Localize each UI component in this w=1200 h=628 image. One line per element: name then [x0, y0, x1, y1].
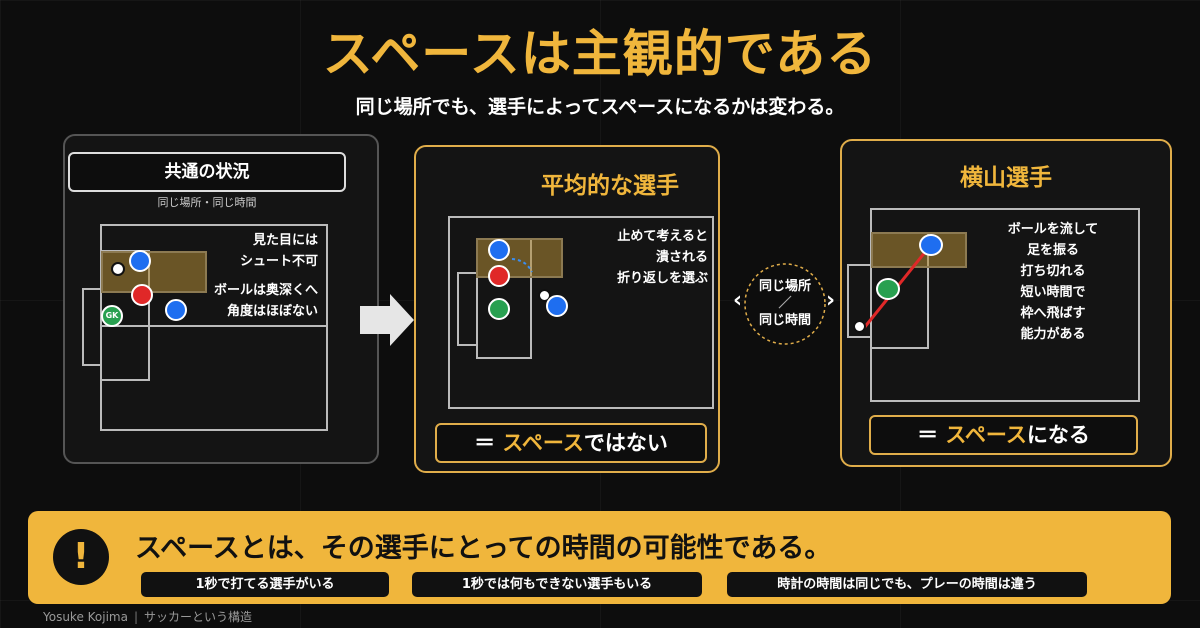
pass-back-arrow-icon — [511, 258, 533, 273]
badge-line-time: 同じ時間 — [758, 313, 811, 328]
page-subtitle: 同じ場所でも、選手によってスペースになるかは変わる。 — [355, 96, 845, 118]
average-goal-area — [457, 272, 478, 346]
chevron-left-icon: ‹ — [733, 288, 743, 313]
yokoyama-keeper-dot — [876, 278, 900, 300]
footer-credit: Yosuke Kojima | サッカーという構造 — [43, 608, 252, 625]
average-teammate-dot — [546, 295, 568, 317]
common-note-angle: ボールは奥深くへ 角度はほぼない — [213, 283, 318, 319]
average-result-highlight: スペース — [502, 431, 584, 455]
yokoyama-player-panel — [840, 139, 1172, 467]
yokoyama-ball — [853, 320, 866, 333]
average-result-prefix: ＝ — [474, 431, 503, 455]
conclusion-pill-3: 時計の時間は同じでも、プレーの時間は違う — [727, 572, 1087, 597]
average-defender-dot — [488, 265, 510, 287]
goalkeeper-dot: GK — [101, 305, 123, 327]
badge-line-place: 同じ場所 — [758, 279, 811, 294]
average-result-suffix: ではない — [583, 431, 668, 455]
yokoyama-player-heading: 横山選手 — [960, 165, 1052, 191]
common-teammate-dot — [165, 299, 187, 321]
average-attacker-dot — [488, 239, 510, 261]
footer-series: サッカーという構造 — [144, 610, 253, 624]
yokoyama-result-suffix: になる — [1026, 423, 1090, 447]
exclamation-icon: ! — [53, 529, 109, 585]
footer-separator: | — [133, 610, 139, 624]
average-player-note: 止めて考えると 潰される 折り返しを選ぶ — [616, 229, 708, 286]
yokoyama-result-box: ＝ スペースになる — [869, 415, 1138, 455]
page-title: スペースは主観的である — [322, 25, 878, 83]
same-place-same-time-badge — [744, 263, 826, 345]
conclusion-pill-2: 1秒では何もできない選手もいる — [412, 572, 702, 597]
conclusion-pill-1: 1秒で打てる選手がいる — [141, 572, 389, 597]
average-pitch-area — [448, 216, 714, 409]
yokoyama-attacker-dot — [919, 234, 943, 256]
average-result-box: ＝ スペースではない — [435, 423, 707, 463]
average-player-heading: 平均的な選手 — [541, 173, 679, 199]
common-box-line — [101, 224, 328, 327]
common-situation-heading: 共通の状況 — [68, 152, 346, 192]
yokoyama-player-note: ボールを流して 足を振る 打ち切れる 短い時間で 枠へ飛ばす 能力がある — [1007, 222, 1099, 342]
yokoyama-space-zone — [871, 232, 967, 268]
chevron-right-icon: › — [826, 288, 836, 313]
footer-author: Yosuke Kojima — [43, 610, 128, 624]
average-keeper-dot — [488, 298, 510, 320]
conclusion-statement: スペースとは、その選手にとっての時間の可能性である。 — [135, 533, 832, 564]
common-attacker-dot — [129, 250, 151, 272]
common-defender-dot — [131, 284, 153, 306]
badge-text: 同じ場所 ／ 同じ時間 — [742, 278, 828, 329]
yokoyama-goal-area — [847, 264, 872, 338]
common-note-shot: 見た目には シュート不可 — [239, 233, 318, 269]
yokoyama-result-highlight: スペース — [945, 423, 1027, 447]
arrow-right-icon — [360, 294, 414, 346]
common-ball — [111, 262, 125, 276]
badge-divider: ／ — [778, 296, 792, 311]
yokoyama-result-prefix: ＝ — [917, 423, 946, 447]
common-situation-caption: 同じ場所・同じ時間 — [157, 196, 257, 209]
common-goal-area — [82, 288, 102, 366]
